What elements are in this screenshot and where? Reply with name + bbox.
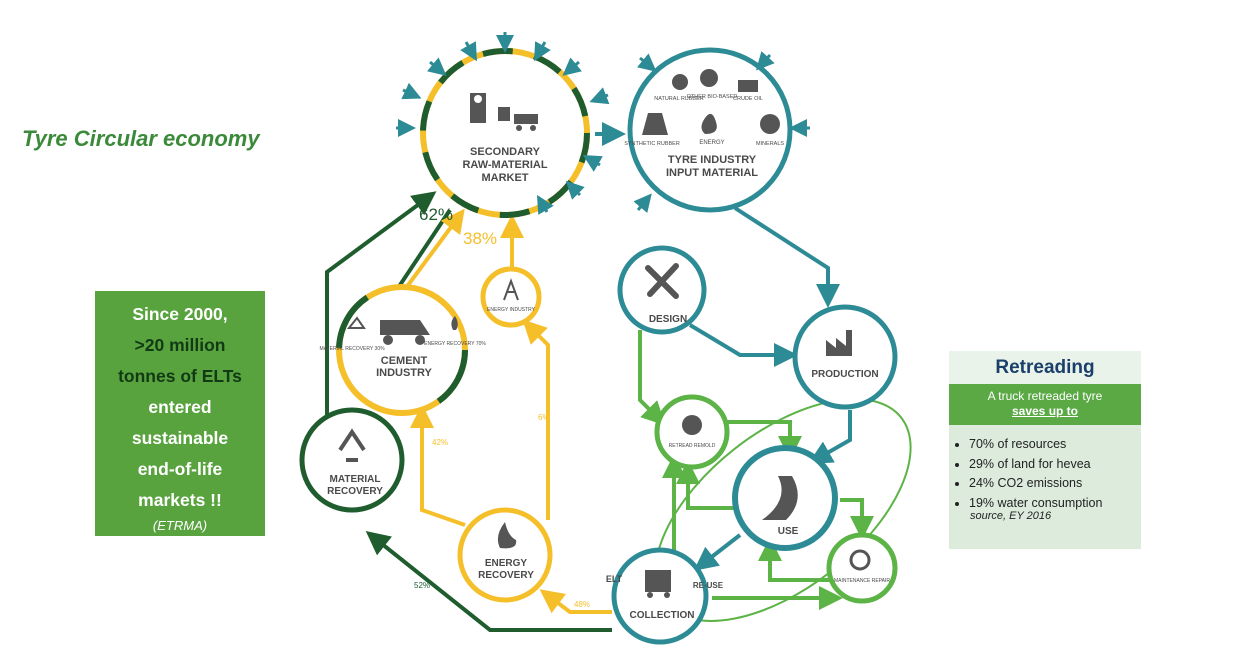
tyre-label-2: INPUT MATERIAL (666, 167, 758, 179)
secondary-label-2: RAW-MATERIAL (462, 159, 547, 171)
retreading-panel: Retreading A truck retreaded tyre saves … (949, 351, 1141, 549)
maintenance-node: MAINTENANCE REPAIR (826, 532, 898, 604)
page-title: Tyre Circular economy (22, 126, 260, 151)
flow-energyrec-to-cement (410, 404, 466, 527)
cement-left-label: MATERIAL RECOVERY 30% (319, 346, 385, 352)
pct-38: 38% (463, 229, 497, 248)
tyre-item-5: ENERGY (699, 140, 724, 146)
tyre-item-3: CRUDE OIL (733, 96, 763, 102)
fact-line-5: sustainable (131, 428, 229, 448)
retreading-band-line-1: A truck retreaded tyre (987, 389, 1103, 403)
collection-node: COLLECTION (611, 547, 709, 645)
flow-design-to-production (688, 323, 798, 367)
flow-use-to-collection (693, 533, 742, 571)
design-label: DESIGN (649, 314, 687, 325)
secondary-market-node: SECONDARY RAW-MATERIAL MARKET (396, 32, 610, 218)
cement-label-1: CEMENT (381, 355, 428, 367)
material-label-1: MATERIAL (330, 474, 381, 485)
use-node: USE (732, 445, 838, 551)
pct-52: 52% (414, 581, 430, 590)
flow-collection-to-energyrec (539, 589, 612, 614)
retreading-band: A truck retreaded tyre saves up to (949, 384, 1141, 425)
design-node: DESIGN (617, 245, 707, 335)
tyre-item-4: SYNTHETIC RUBBER (624, 141, 680, 147)
cement-industry-node: MATERIAL RECOVERY 30% ENERGY RECOVERY 70… (319, 284, 486, 416)
flow-collection-to-material (365, 531, 612, 632)
flow-use-to-retread (676, 460, 735, 510)
material-recovery-node: MATERIAL RECOVERY (299, 407, 405, 513)
flow-energyrec-to-energyind (522, 319, 550, 520)
elt-label: ELT (606, 574, 623, 584)
retreading-bullet-2: 29% of land for hevea (969, 455, 1141, 475)
flow-design-to-retread (638, 330, 666, 426)
tyre-label-1: TYRE INDUSTRY (668, 154, 757, 166)
retreading-bullet-3: 24% CO2 emissions (969, 474, 1141, 494)
retreading-list: 70% of resources 29% of land for hevea 2… (949, 435, 1141, 513)
flow-maintenance-to-use (758, 537, 830, 582)
secondary-label-3: MARKET (481, 172, 528, 184)
energy-recovery-node: ENERGY RECOVERY (457, 507, 553, 603)
production-node: PRODUCTION (792, 304, 898, 410)
tyre-item-1: NATURAL RUBBER (654, 96, 704, 102)
retread-label: RETREAD REMOLD (669, 443, 716, 449)
fact-line-6: end-of-life (137, 459, 223, 479)
flow-material-to-secondary (325, 191, 437, 415)
flow-retread-to-use (725, 420, 802, 460)
fact-line-4: entered (148, 397, 212, 417)
fact-line-3: tonnes of ELTs (118, 366, 242, 386)
retreading-heading: Retreading (949, 351, 1141, 384)
retreading-bullet-1: 70% of resources (969, 435, 1141, 455)
retreading-bullet-4: 19% water consumption (969, 494, 1141, 514)
inflow-arrows (396, 32, 610, 215)
material-label-2: RECOVERY (327, 486, 383, 497)
tyre-item-6: MINERALS (756, 141, 784, 147)
energy-recovery-label-2: RECOVERY (478, 570, 534, 581)
flow-use-to-maintenance (840, 498, 874, 540)
cement-right-label: ENERGY RECOVERY 70% (424, 341, 486, 347)
tyre-industry-node: NATURAL RUBBER OTHER BIO-BASED CRUDE OIL… (624, 47, 810, 213)
energy-industry-node: ENERGY INDUSTRY (480, 266, 542, 328)
tyre-item-2: OTHER BIO-BASED (687, 94, 738, 100)
elt-fact-box: Since 2000, >20 million tonnes of ELTs e… (95, 291, 265, 536)
flow-tyre-to-production (733, 206, 840, 308)
use-label: USE (778, 526, 799, 537)
pct-62: 62% (419, 205, 453, 224)
energy-recovery-label-1: ENERGY (485, 558, 528, 569)
production-label: PRODUCTION (811, 369, 878, 380)
cement-label-2: INDUSTRY (376, 367, 432, 379)
secondary-label-1: SECONDARY (470, 146, 541, 158)
reuse-label: RE-USE (693, 581, 724, 590)
retreading-band-line-2: saves up to (1011, 404, 1079, 418)
flow-production-to-use (808, 410, 852, 464)
fact-line-1: Since 2000, (132, 304, 228, 324)
collection-label: COLLECTION (630, 610, 695, 621)
energy-industry-label: ENERGY INDUSTRY (487, 307, 536, 313)
pct-42: 42% (432, 438, 448, 447)
maintenance-label: MAINTENANCE REPAIR (834, 578, 890, 584)
retreading-source: source, EY 2016 (970, 510, 1052, 522)
fact-line-7: markets !! (138, 490, 222, 510)
fact-line-2: >20 million (134, 335, 226, 355)
retread-node: RETREAD REMOLD (654, 394, 730, 470)
pct-48: 48% (574, 600, 590, 609)
fact-source: (ETRMA) (152, 518, 208, 533)
pct-6: 6% (538, 413, 550, 422)
